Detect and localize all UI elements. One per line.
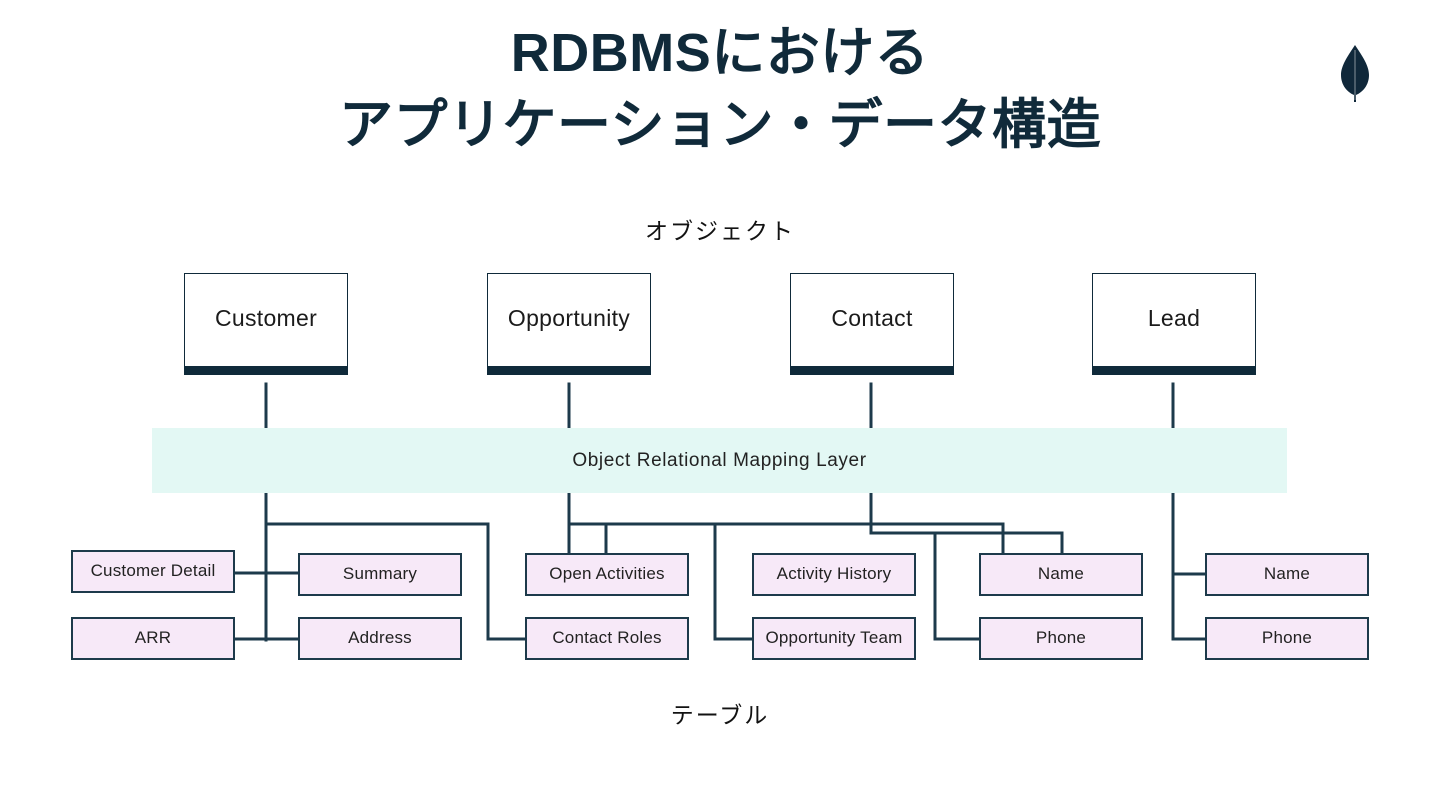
table-box-label: ARR <box>134 628 172 648</box>
table-box-label: Contact Roles <box>552 628 662 648</box>
caption-tables: テーブル <box>0 696 1440 730</box>
table-box-label: Open Activities <box>549 564 665 584</box>
table-box-contact-phone[interactable]: Phone <box>979 617 1143 660</box>
table-box-address[interactable]: Address <box>298 617 462 660</box>
object-box-label: Customer <box>214 304 318 331</box>
table-box-label: Name <box>1037 564 1085 584</box>
page-title: RDBMSにおける アプリケーション・データ構造 <box>0 18 1440 162</box>
object-box-lead[interactable]: Lead <box>1092 273 1256 375</box>
table-box-activity-history[interactable]: Activity History <box>752 553 916 596</box>
caption-objects-label: オブジェクト <box>645 218 795 244</box>
title-line-2: アプリケーション・データ構造 <box>339 94 1101 155</box>
table-box-contact-name[interactable]: Name <box>979 553 1143 596</box>
table-box-customer-detail[interactable]: Customer Detail <box>71 550 235 593</box>
table-box-label: Phone <box>1261 628 1313 648</box>
table-box-open-activities[interactable]: Open Activities <box>525 553 689 596</box>
caption-objects: オブジェクト <box>0 212 1440 246</box>
table-box-arr[interactable]: ARR <box>71 617 235 660</box>
table-box-label: Customer Detail <box>90 561 216 581</box>
table-box-lead-name[interactable]: Name <box>1205 553 1369 596</box>
object-box-label: Opportunity <box>507 304 631 331</box>
table-box-label: Summary <box>342 564 418 584</box>
wire-opportunity-to-activity-history <box>713 522 754 641</box>
object-box-opportunity[interactable]: Opportunity <box>487 273 651 375</box>
object-box-label: Contact <box>831 304 913 331</box>
orm-layer-label: Object Relational Mapping Layer <box>572 449 867 471</box>
object-box-contact[interactable]: Contact <box>790 273 954 375</box>
title-line-1: RDBMSにおける <box>510 23 930 83</box>
mongodb-leaf-icon <box>1341 45 1369 102</box>
table-box-label: Address <box>348 628 412 648</box>
caption-tables-label: テーブル <box>670 702 770 728</box>
table-box-label: Name <box>1263 564 1311 584</box>
object-box-customer[interactable]: Customer <box>184 273 348 375</box>
object-box-label: Lead <box>1147 304 1201 331</box>
table-box-label: Opportunity Team <box>765 628 903 648</box>
table-box-lead-phone[interactable]: Phone <box>1205 617 1369 660</box>
table-box-label: Phone <box>1035 628 1087 648</box>
orm-layer-band: Object Relational Mapping Layer <box>152 428 1287 493</box>
table-box-contact-roles[interactable]: Contact Roles <box>525 617 689 660</box>
wire-opportunity-to-open-activities <box>567 522 608 555</box>
table-box-label: Activity History <box>776 564 892 584</box>
table-box-opportunity-team[interactable]: Opportunity Team <box>752 617 916 660</box>
table-box-summary[interactable]: Summary <box>298 553 462 596</box>
